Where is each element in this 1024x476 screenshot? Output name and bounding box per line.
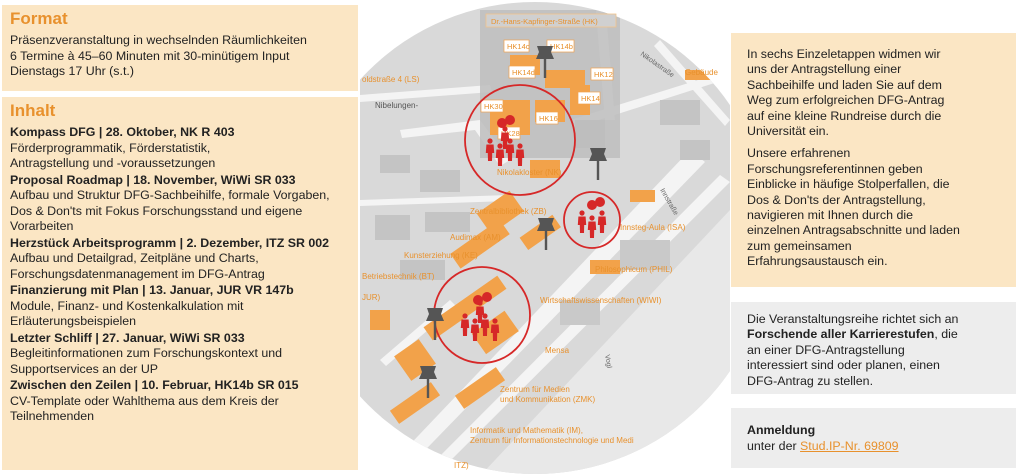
session-item: Herzstück Arbeitsprogramm | 2. Dezember,… (10, 236, 350, 283)
target-line: DFG-Antrag zu stellen. (747, 373, 874, 388)
intro-line: Einblicke in häufige Stolperfallen, die (747, 177, 950, 192)
session-item: Finanzierung mit Plan | 13. Januar, JUR … (10, 283, 350, 330)
session-title: Finanzierung mit Plan | 13. Januar, JUR … (10, 283, 294, 297)
label-zmk-2: und Kommunikation (ZMK) (500, 395, 595, 404)
intro-line: uns der Antragstellung einer (747, 62, 902, 77)
target-emphasis: Forschende aller Karrierestufen (747, 327, 935, 342)
registration-text: unter der Stud.IP-Nr. 69809 (747, 438, 1000, 454)
session-item: Letzter Schliff | 27. Januar, WiWi SR 03… (10, 331, 350, 378)
session-desc: Erläuterungsbeispielen (10, 314, 137, 328)
label-nk: Nikolakloster (NK) (497, 168, 562, 177)
label-hk-street: Dr.-Hans-Kapfinger-Straße (HK) (491, 17, 598, 26)
registration-title: Anmeldung (747, 423, 816, 437)
intro-line: Sachbeihilfe und laden Sie auf dem (747, 77, 942, 92)
target-line: , die (934, 327, 958, 342)
label-zb: Zentralbibliothek (ZB) (470, 207, 547, 216)
label-hk12: HK12 (594, 70, 613, 79)
session-title: Zwischen den Zeilen | 10. Februar, HK14b… (10, 378, 299, 392)
session-item: Kompass DFG | 28. Oktober, NK R 403 Förd… (10, 125, 350, 172)
label-hk30: HK30 (484, 102, 503, 111)
label-am: Audimax (AM) (450, 233, 501, 242)
label-hk28: HK28 (501, 129, 520, 138)
label-wiwi: Wirtschaftswissenschaften (WIWI) (540, 296, 662, 305)
participants-group-wiwi (577, 197, 607, 238)
target-line: an einer DFG-Antragstellung (747, 342, 905, 357)
intro-paragraph: Unsere erfahrenen Forschungsreferentinne… (747, 146, 1000, 269)
inhalt-panel: Inhalt Kompass DFG | 28. Oktober, NK R 4… (2, 97, 358, 470)
label-itz: ITZ) (454, 461, 469, 470)
label-hk14c: HK14c (507, 42, 530, 51)
label-isa: Innsteg-Aula (ISA) (620, 223, 686, 232)
label-phil: Philosophicum (PHIL) (595, 265, 673, 274)
participants-group-nk (485, 115, 525, 166)
registration-panel: Anmeldung unter der Stud.IP-Nr. 69809 (731, 408, 1016, 468)
intro-paragraph: In sechs Einzeletappen widmen wir uns de… (747, 47, 1000, 139)
intro-line: navigieren mit Ihnen durch die (747, 208, 913, 223)
target-text: Die Veranstaltungsreihe richtet sich an … (747, 312, 1000, 389)
session-item: Zwischen den Zeilen | 10. Februar, HK14b… (10, 378, 350, 425)
label-nibelungen: Nibelungen- (375, 101, 418, 110)
registration-prefix: unter der (747, 439, 801, 453)
session-title: Proposal Roadmap | 18. November, WiWi SR… (10, 172, 296, 187)
session-title: Letzter Schliff | 27. Januar, WiWi SR 03… (10, 330, 245, 345)
session-desc: Antragstellung und -voraussetzungen (10, 156, 216, 170)
label-zmk-1: Zentrum für Medien (500, 385, 570, 394)
target-group-panel: Die Veranstaltungsreihe richtet sich an … (731, 302, 1016, 394)
session-desc: Aufbau und Detailgrad, Zeitpläne und Cha… (10, 251, 259, 265)
target-line: interessiert sind oder planen, einen (747, 358, 940, 373)
label-hk14: HK14 (581, 94, 600, 103)
session-desc: Dos & Don'ts mit Fokus Forschungsstand u… (10, 203, 303, 218)
session-desc: Supportservices an der UP (10, 361, 159, 376)
participants-group-zmk (460, 292, 500, 341)
intro-line: Weg zum erfolgreichen DFG-Antrag (747, 93, 945, 108)
label-gebaeude: Gebäude (685, 68, 718, 77)
label-jur: JUR) (362, 293, 381, 302)
session-desc: Aufbau und Struktur DFG-Sachbeihilfe, fo… (10, 188, 330, 202)
format-line: Dienstags 17 Uhr (s.t.) (10, 64, 134, 78)
intro-line: auf eine kleine Rundreise durch die (747, 108, 942, 123)
label-hk14d: HK14d (512, 68, 535, 77)
studip-link[interactable]: Stud.IP-Nr. 69809 (800, 439, 899, 453)
label-bt: Betriebstechnik (BT) (362, 272, 435, 281)
session-desc: Förderprogrammatik, Förderstatistik, (10, 140, 211, 155)
intro-line: Forschungsreferentinnen geben (747, 161, 923, 176)
intro-line: Unsere erfahrenen (747, 146, 851, 161)
label-mensa: Mensa (545, 346, 570, 355)
intro-line: Erfahrungsaustausch ein. (747, 254, 888, 269)
intro-line: Dos & Don'ts der Antragstellung, (747, 192, 926, 207)
intro-panel: In sechs Einzeletappen widmen wir uns de… (731, 33, 1016, 287)
intro-line: einzelnen Antragsabschnitte und laden (747, 223, 960, 238)
target-line: Die Veranstaltungsreihe richtet sich an (747, 312, 959, 326)
inhalt-heading: Inhalt (10, 101, 56, 120)
session-title: Kompass DFG | 28. Oktober, NK R 403 (10, 125, 235, 139)
session-desc: Forschungsdatenmanagement im DFG-Antrag (10, 266, 265, 281)
label-im-2: Zentrum für Informationstechnologie und … (470, 436, 634, 445)
session-desc: CV-Template oder Wahlthema aus dem Kreis… (10, 393, 279, 408)
session-title: Herzstück Arbeitsprogramm | 2. Dezember,… (10, 235, 330, 250)
campus-map: Dr.-Hans-Kapfinger-Straße (HK) HK14c HK1… (360, 0, 730, 476)
format-line: Präsenzveranstaltung in wechselnden Räum… (10, 33, 307, 47)
label-hk16: HK16 (539, 114, 558, 123)
session-desc: Begleitinformationen zum Forschungskonte… (10, 346, 283, 360)
label-hk14b: HK14b (550, 42, 573, 51)
format-heading: Format (10, 9, 68, 28)
label-ls: oldstraße 4 (LS) (362, 75, 420, 84)
label-im-1: Informatik und Mathematik (IM), (470, 426, 583, 435)
label-ke: Kunsterziehung (KE) (404, 251, 478, 260)
session-desc: Module, Finanz- und Kostenkalkulation mi… (10, 298, 244, 313)
intro-line: Universität ein. (747, 124, 829, 139)
intro-line: zum gemeinsamen (747, 238, 852, 253)
session-item: Proposal Roadmap | 18. November, WiWi SR… (10, 173, 350, 235)
venue-circles (433, 84, 621, 364)
format-line: 6 Termine à 45–60 Minuten mit 30-minütig… (10, 48, 290, 63)
format-panel: Format Präsenzveranstaltung in wechselnd… (2, 5, 358, 91)
label-vogl: Vogl (603, 354, 612, 369)
intro-line: In sechs Einzeletappen widmen wir (747, 47, 941, 61)
session-desc: Vorarbeiten (10, 219, 74, 233)
session-desc: Teilnehmenden (10, 409, 95, 423)
